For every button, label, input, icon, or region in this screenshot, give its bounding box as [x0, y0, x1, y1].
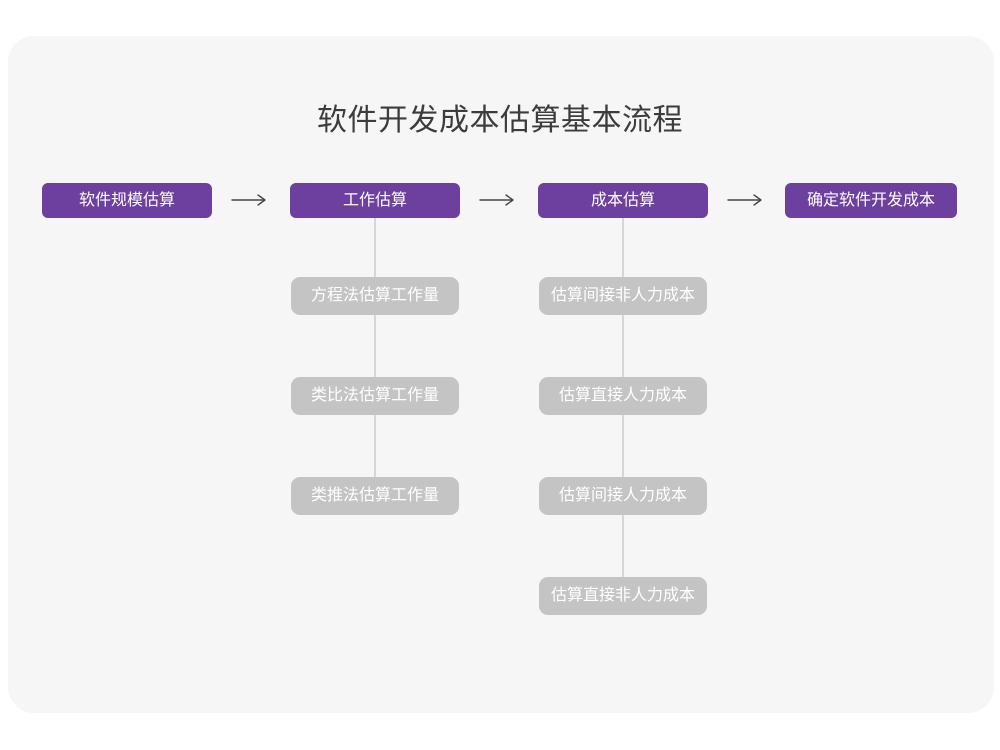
connector-work-column: [374, 218, 376, 480]
right-arrow-icon: [231, 194, 266, 206]
node-direct-non-labor-cost: 估算直接非人力成本: [539, 577, 707, 615]
node-analogy-method: 类比法估算工作量: [291, 377, 459, 415]
node-direct-labor-cost: 估算直接人力成本: [539, 377, 707, 415]
node-work-estimation: 工作估算: [290, 183, 460, 218]
node-indirect-non-labor-cost: 估算间接非人力成本: [539, 277, 707, 315]
flowchart-card: [8, 36, 994, 713]
node-cost-estimation: 成本估算: [538, 183, 708, 218]
node-determine-development-cost: 确定软件开发成本: [785, 183, 957, 218]
node-software-scale-estimation: 软件规模估算: [42, 183, 212, 218]
node-extrapolation-method: 类推法估算工作量: [291, 477, 459, 515]
page-title: 软件开发成本估算基本流程: [317, 104, 683, 137]
right-arrow-icon: [727, 194, 762, 206]
node-indirect-labor-cost: 估算间接人力成本: [539, 477, 707, 515]
node-equation-method: 方程法估算工作量: [291, 277, 459, 315]
right-arrow-icon: [479, 194, 514, 206]
